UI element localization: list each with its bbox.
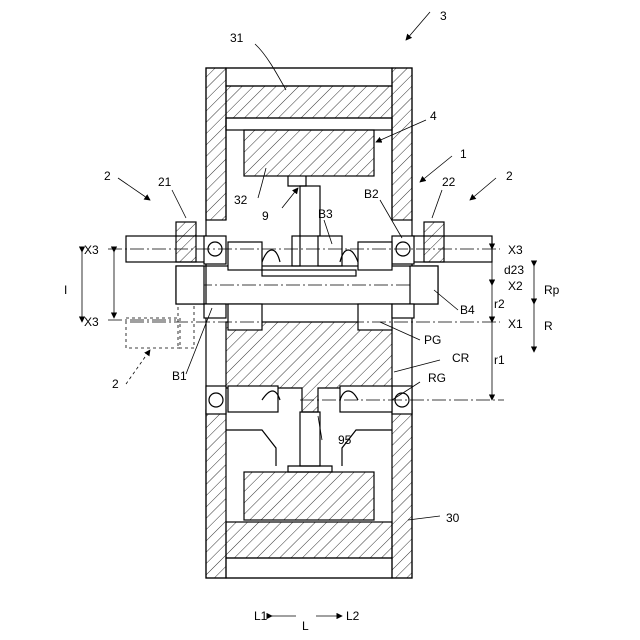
ref-cr: CR [452,351,470,365]
ref-3: 3 [440,9,447,23]
ref-22: 22 [442,175,456,189]
ref-30: 30 [446,511,460,525]
ref-r2: r2 [494,297,505,311]
ref-r1: r1 [494,353,505,367]
ref-i: I [64,283,67,297]
ref-1: 1 [460,147,467,161]
ref-4: 4 [430,109,437,123]
ref-32: 32 [234,193,248,207]
ref-2-right: 2 [506,169,513,183]
rotor-lower [226,412,392,520]
ref-x3-left-top: X3 [84,243,99,257]
ref-2-dashed: 2 [112,377,119,391]
ref-d23: d23 [504,263,524,277]
ref-b2: B2 [364,187,379,201]
ref-95: 95 [338,433,352,447]
ref-21: 21 [158,175,172,189]
ref-rg: RG [428,371,446,385]
rotor-upper [226,118,392,236]
ref-2-left: 2 [104,169,111,183]
ref-x2: X2 [508,279,523,293]
ref-x3-left-bottom: X3 [84,315,99,329]
ref-l: L [302,619,309,633]
ref-b3: B3 [318,207,333,221]
ref-r: R [544,319,553,333]
ref-31: 31 [230,31,244,45]
ref-b4: B4 [460,303,475,317]
ref-pg: PG [424,333,441,347]
ref-l1: L1 [254,609,268,623]
ref-b1: B1 [172,369,187,383]
ref-rp: Rp [544,283,560,297]
ref-9: 9 [262,209,269,223]
ref-l2: L2 [346,609,360,623]
ref-x3-right-top: X3 [508,243,523,257]
ref-x1: X1 [508,317,523,331]
